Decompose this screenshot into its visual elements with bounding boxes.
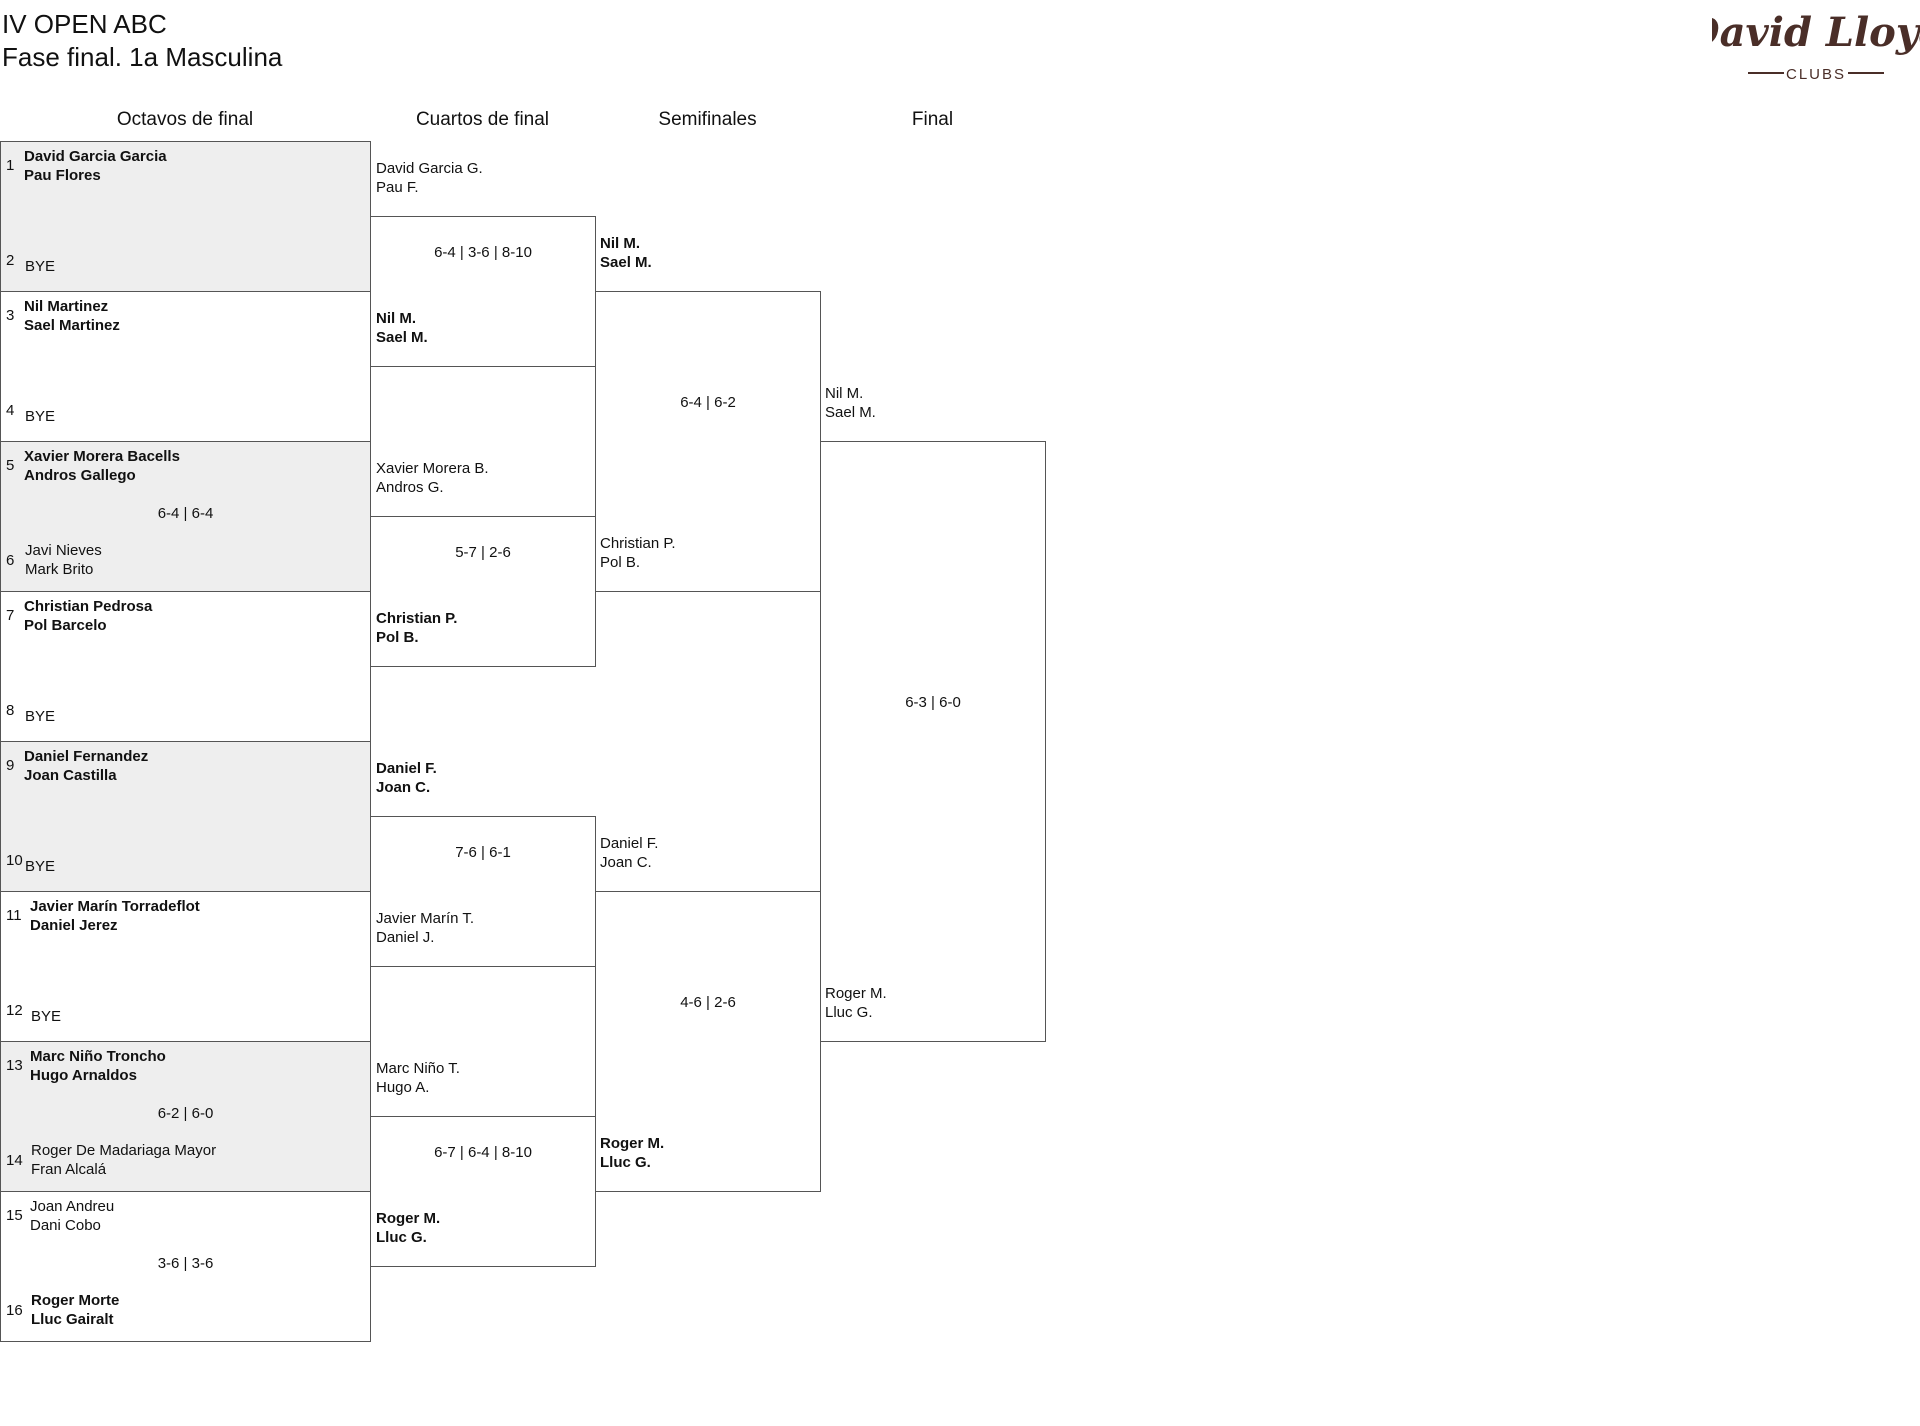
r16-team-bottom-line1: Javi Nieves xyxy=(25,542,102,559)
seed-number: 8 xyxy=(6,702,15,719)
qf-team-bottom-line1: Christian P. xyxy=(376,610,458,627)
qf-team-top-line1: Marc Niño T. xyxy=(376,1060,460,1077)
r16-team-top-line2: Daniel Jerez xyxy=(30,917,118,934)
r16-team-bottom-line1: Roger Morte xyxy=(31,1292,120,1309)
qf-team-top-line2: Andros G. xyxy=(376,479,444,496)
match-final xyxy=(820,441,1046,1042)
column-header-octavos: Octavos de final xyxy=(116,109,254,130)
r16-team-top-line2: Dani Cobo xyxy=(30,1217,101,1234)
page-subtitle: Fase final. 1a Masculina xyxy=(2,42,283,72)
r16-score: 6-2 | 6-0 xyxy=(157,1105,214,1122)
r16-team-top-line2: Pau Flores xyxy=(24,167,101,184)
sf-team-top-line2: Joan C. xyxy=(600,854,652,871)
seed-number: 11 xyxy=(6,907,22,924)
seed-number: 2 xyxy=(6,252,15,269)
qf-score: 6-7 | 6-4 | 8-10 xyxy=(434,1144,532,1161)
r16-team-top-line1: Nil Martinez xyxy=(24,298,109,315)
r16-team-top-line2: Sael Martinez xyxy=(24,317,120,334)
r16-team-top-line1: Joan Andreu xyxy=(30,1198,115,1215)
sf-team-top-line1: Nil M. xyxy=(600,235,640,252)
seed-number: 1 xyxy=(6,157,15,174)
r16-team-top-line2: Andros Gallego xyxy=(24,467,136,484)
qf-team-bottom-line2: Daniel J. xyxy=(376,929,435,946)
seed-number: 10 xyxy=(6,852,23,869)
qf-score: 7-6 | 6-1 xyxy=(455,844,511,861)
r16-team-top-line1: Daniel Fernandez xyxy=(24,748,149,765)
seed-number: 15 xyxy=(6,1207,23,1224)
match-r16-1 xyxy=(0,141,371,292)
r16-team-bottom-line1: BYE xyxy=(25,258,56,275)
r16-team-top-line1: Marc Niño Troncho xyxy=(30,1048,166,1065)
r16-team-top-line1: Javier Marín Torradeflot xyxy=(30,898,200,915)
seed-number: 7 xyxy=(6,607,15,624)
seed-number: 9 xyxy=(6,757,15,774)
seed-number: 16 xyxy=(6,1302,23,1319)
seed-number: 3 xyxy=(6,307,15,324)
seed-number: 14 xyxy=(6,1152,23,1169)
final-team-top-line2: Sael M. xyxy=(825,404,876,421)
qf-team-top-line2: Pau F. xyxy=(376,179,419,196)
r16-team-bottom-line2: Fran Alcalá xyxy=(31,1161,107,1178)
qf-team-bottom-line2: Sael M. xyxy=(376,329,428,346)
sf-team-bottom-line1: Christian P. xyxy=(600,535,676,552)
r16-team-bottom-line1: BYE xyxy=(25,858,56,875)
qf-score: 6-4 | 3-6 | 8-10 xyxy=(434,244,532,261)
sf-team-bottom-line2: Pol B. xyxy=(600,554,641,571)
column-header-semifinales: Semifinales xyxy=(658,109,757,130)
qf-team-top-line2: Joan C. xyxy=(376,779,431,796)
final-team-bottom-line2: Lluc G. xyxy=(825,1004,873,1021)
qf-team-bottom-line1: Nil M. xyxy=(376,310,416,327)
seed-number: 4 xyxy=(6,402,15,419)
seed-number: 13 xyxy=(6,1057,23,1074)
seed-number: 5 xyxy=(6,457,15,474)
column-header-cuartos: Cuartos de final xyxy=(415,109,550,130)
sf-team-top-line1: Daniel F. xyxy=(600,835,659,852)
r16-team-top-line2: Joan Castilla xyxy=(24,767,117,784)
r16-team-top-line1: Xavier Morera Bacells xyxy=(24,448,180,465)
r16-team-top-line2: Hugo Arnaldos xyxy=(30,1067,137,1084)
qf-team-bottom-line1: Javier Marín T. xyxy=(376,910,475,927)
logo-wordmark: David Lloyd xyxy=(1712,9,1920,56)
r16-team-bottom-line1: BYE xyxy=(25,408,56,425)
seed-number: 12 xyxy=(6,1002,23,1019)
page-title: IV OPEN ABC xyxy=(2,9,167,39)
sf-team-bottom-line2: Lluc G. xyxy=(600,1154,651,1171)
r16-team-bottom-line2: Mark Brito xyxy=(25,561,94,578)
final-team-bottom-line1: Roger M. xyxy=(825,985,887,1002)
qf-team-top-line1: Daniel F. xyxy=(376,760,437,777)
r16-score: 6-4 | 6-4 xyxy=(157,505,214,522)
sf-score: 4-6 | 2-6 xyxy=(680,994,736,1011)
qf-team-bottom-line1: Roger M. xyxy=(376,1210,441,1227)
r16-team-top-line2: Pol Barcelo xyxy=(24,617,107,634)
r16-team-top-line1: Christian Pedrosa xyxy=(24,598,153,615)
sf-team-bottom-line1: Roger M. xyxy=(600,1135,665,1152)
match-r16-5 xyxy=(0,741,371,892)
r16-team-bottom-line1: BYE xyxy=(31,1008,62,1025)
qf-team-top-line1: David Garcia G. xyxy=(376,160,483,177)
column-header-final: Final xyxy=(911,109,954,130)
sf-team-top-line2: Sael M. xyxy=(600,254,652,271)
sf-score: 6-4 | 6-2 xyxy=(680,394,736,411)
seed-number: 6 xyxy=(6,552,15,569)
final-team-top-line1: Nil M. xyxy=(825,385,864,402)
qf-team-top-line1: Xavier Morera B. xyxy=(376,460,489,477)
final-score: 6-3 | 6-0 xyxy=(905,694,961,711)
qf-score: 5-7 | 2-6 xyxy=(455,544,511,561)
r16-team-bottom-line1: BYE xyxy=(25,708,56,725)
qf-team-bottom-line2: Lluc G. xyxy=(376,1229,427,1246)
david-lloyd-logo: David Lloyd CLUBS xyxy=(1712,9,1920,83)
logo-subtext: CLUBS xyxy=(1786,66,1846,83)
qf-team-bottom-line2: Pol B. xyxy=(376,629,419,646)
r16-team-top-line1: David Garcia Garcia xyxy=(24,148,167,165)
qf-team-top-line2: Hugo A. xyxy=(376,1079,430,1096)
r16-score: 3-6 | 3-6 xyxy=(157,1255,214,1272)
r16-team-bottom-line2: Lluc Gairalt xyxy=(31,1311,114,1328)
r16-team-bottom-line1: Roger De Madariaga Mayor xyxy=(31,1142,217,1159)
